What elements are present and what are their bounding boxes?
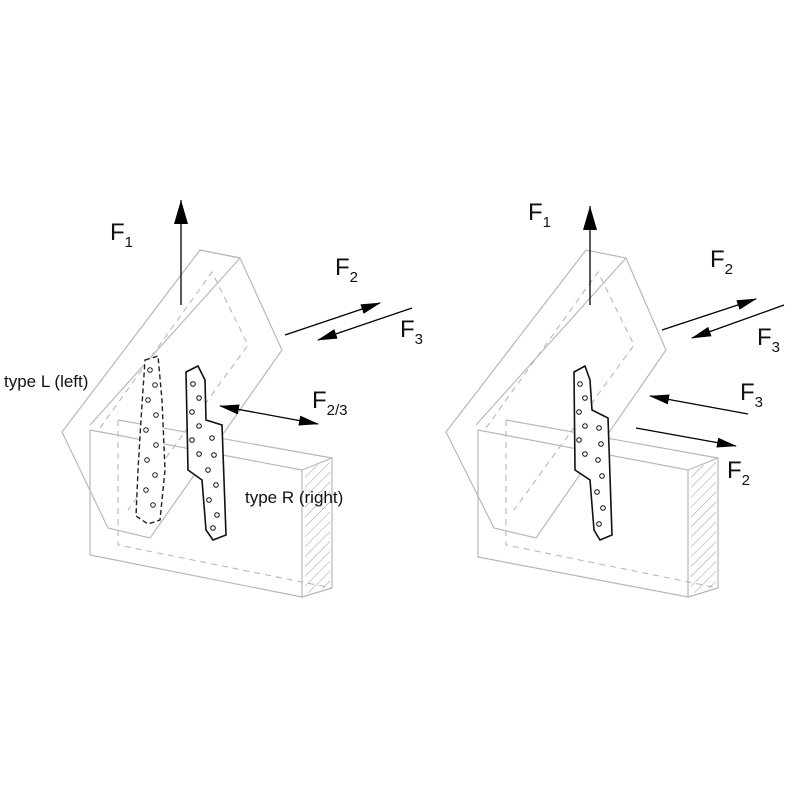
type-r-plate: [185, 364, 227, 541]
left-f1-label: F1: [110, 219, 133, 251]
right-f2-upper-arrow: [661, 298, 757, 331]
right-f2-lower-arrow: [635, 427, 737, 448]
right-f3-upper-label: F3: [757, 324, 780, 356]
left-f3-label: F3: [400, 316, 423, 348]
left-joint-assembly: F1 F2 F3 F2/3 type L (left) type R (righ…: [4, 200, 423, 598]
left-f2-arrow: [284, 302, 381, 336]
right-base-beam-hatch: [691, 460, 716, 594]
type-r-label: type R (right): [245, 488, 343, 507]
left-f3-arrow: [317, 307, 413, 341]
right-plate: [573, 364, 613, 542]
left-f23-double-arrow: [219, 404, 319, 426]
right-inclined-rafter: [445, 249, 667, 539]
right-f3-lower-arrow: [649, 394, 749, 415]
right-f3-lower-label: F3: [740, 379, 763, 411]
right-f3-upper-arrow: [691, 304, 785, 339]
type-l-plate: [135, 355, 166, 525]
left-f2-label: F2: [335, 254, 358, 286]
right-joint-assembly: F1 F2 F3 F3 F2: [445, 199, 785, 598]
left-base-beam-hatch: [305, 460, 330, 594]
left-f23-label: F2/3: [312, 387, 348, 419]
right-f2-lower-label: F2: [727, 457, 750, 489]
right-f2-upper-label: F2: [710, 246, 733, 278]
type-l-label: type L (left): [4, 372, 88, 391]
right-base-beam: [477, 419, 719, 598]
right-f1-label: F1: [528, 199, 551, 231]
